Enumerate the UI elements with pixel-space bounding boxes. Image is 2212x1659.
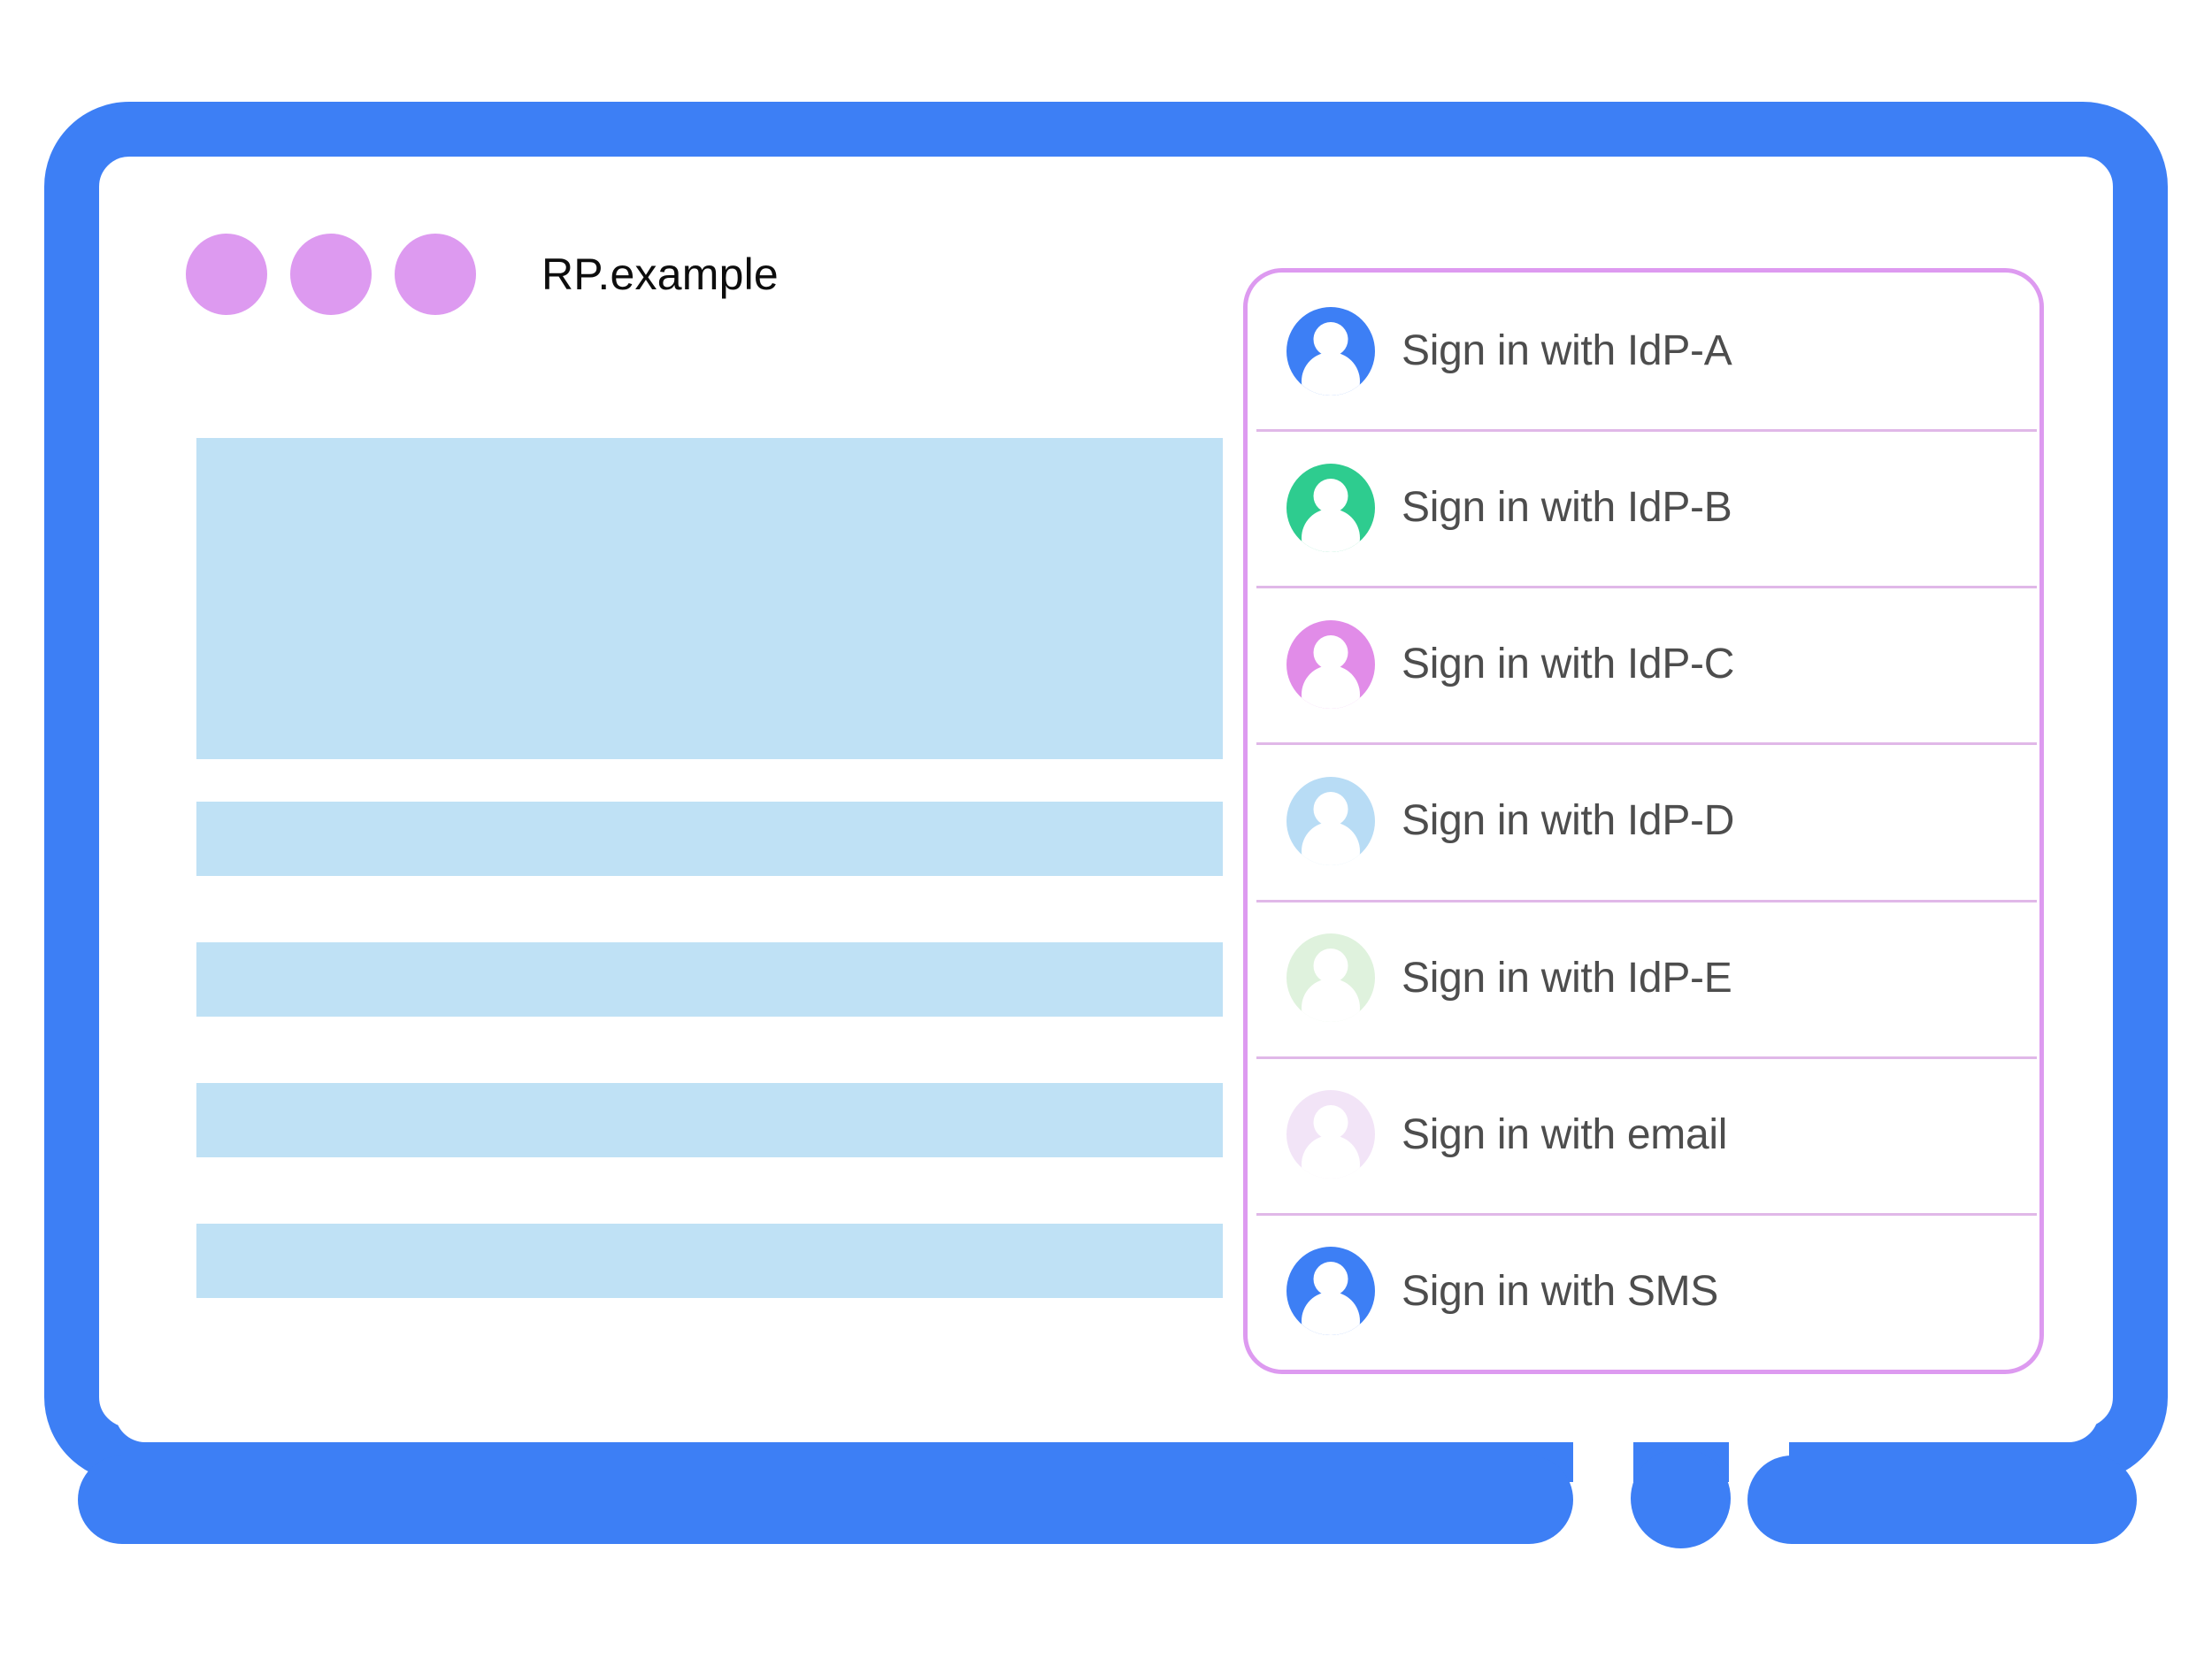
signin-option-idp-d[interactable]: Sign in with IdP-D [1248, 742, 2039, 899]
device-bezel-left [78, 1455, 1573, 1544]
signin-option-idp-e[interactable]: Sign in with IdP-E [1248, 899, 2039, 1056]
signin-option-label: Sign in with IdP-B [1402, 484, 1732, 532]
account-avatar-icon [1286, 1247, 1375, 1336]
signin-option-idp-b[interactable]: Sign in with IdP-B [1248, 429, 2039, 586]
signin-option-label: Sign in with IdP-D [1402, 797, 1735, 845]
signin-option-label: Sign in with IdP-C [1402, 641, 1735, 688]
account-avatar-icon [1286, 776, 1375, 865]
signin-option-label: Sign in with email [1402, 1110, 1728, 1158]
line-placeholder-1 [196, 802, 1223, 876]
signin-option-label: Sign in with IdP-A [1402, 327, 1732, 375]
account-avatar-icon [1286, 1090, 1375, 1179]
line-placeholder-4 [196, 1224, 1223, 1298]
browser-screen: RP.example Sign in with IdP-A Sign in wi… [115, 204, 2099, 1442]
browser-titlebar: RP.example [115, 204, 2099, 345]
window-dot-2[interactable] [290, 234, 372, 315]
window-dot-3[interactable] [395, 234, 476, 315]
signin-option-email[interactable]: Sign in with email [1248, 1056, 2039, 1213]
signin-option-sms[interactable]: Sign in with SMS [1248, 1212, 2039, 1370]
line-placeholder-3 [196, 1083, 1223, 1157]
account-chooser-panel: Sign in with IdP-A Sign in with IdP-B Si… [1243, 268, 2044, 1374]
account-avatar-icon [1286, 463, 1375, 552]
signin-option-idp-c[interactable]: Sign in with IdP-C [1248, 586, 2039, 742]
line-placeholder-2 [196, 942, 1223, 1017]
signin-option-label: Sign in with SMS [1402, 1267, 1719, 1315]
signin-option-idp-a[interactable]: Sign in with IdP-A [1248, 273, 2039, 429]
device-bezel-right [1747, 1455, 2137, 1544]
hero-placeholder [196, 438, 1223, 759]
signin-option-label: Sign in with IdP-E [1402, 954, 1732, 1002]
page-title: RP.example [541, 250, 779, 299]
account-avatar-icon [1286, 619, 1375, 709]
account-avatar-icon [1286, 306, 1375, 396]
window-dot-1[interactable] [186, 234, 267, 315]
home-button[interactable] [1631, 1448, 1731, 1548]
bezel-gap-left [1573, 1442, 1633, 1557]
account-avatar-icon [1286, 933, 1375, 1023]
page-content-skeleton [196, 438, 1223, 1298]
